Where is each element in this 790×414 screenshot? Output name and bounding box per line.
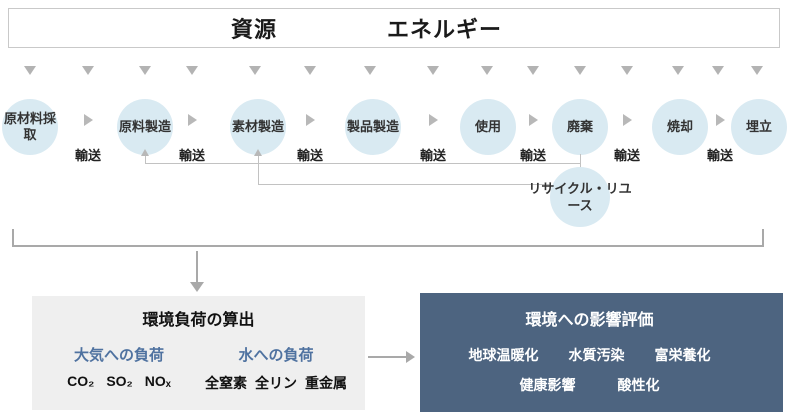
transport-label: 輸送 <box>519 148 546 163</box>
air-load-item: CO₂ <box>67 373 95 389</box>
impact-item-eutrophication: 富栄養化 <box>654 347 711 363</box>
input-arrow-icon <box>139 66 151 75</box>
stage-label: 製品製造 <box>347 119 400 134</box>
stage-raw-material-extraction: 原材料採取 <box>2 99 58 155</box>
stage-label: 使用 <box>474 119 501 134</box>
impact-item-acidification: 酸性化 <box>617 377 660 393</box>
transport-label: 輸送 <box>706 148 733 163</box>
transport-7: 輸送 <box>698 113 742 164</box>
arrow-right-icon <box>528 114 538 126</box>
transport-6: 輸送 <box>605 113 649 164</box>
stage-product-manufacturing: 製品製造 <box>345 99 401 155</box>
air-load-items: CO₂ SO₂ NOₓ <box>40 373 198 389</box>
arrow-up-icon <box>254 149 262 156</box>
water-load-heading: 水への負荷 <box>238 347 314 364</box>
water-load-item: 全リン <box>255 375 297 391</box>
stage-disposal: 廃棄 <box>552 99 608 155</box>
input-arrow-icon <box>249 66 261 75</box>
input-arrow-icon <box>527 66 539 75</box>
impact-row-2: 健康影響 酸性化 <box>420 375 759 395</box>
recycle-line-up-stub-2 <box>258 155 259 185</box>
recycle-line-up-stub-1 <box>145 155 146 164</box>
input-arrow-icon <box>672 66 684 75</box>
input-arrow-icon <box>24 66 36 75</box>
energy-label: エネルギー <box>387 17 503 42</box>
impact-item-health-effects: 健康影響 <box>519 377 576 393</box>
bracket-left-riser <box>12 229 14 247</box>
water-load-item: 重金属 <box>305 375 347 391</box>
stage-material-manufacturing: 素材製造 <box>230 99 286 155</box>
air-load-item: NOₓ <box>144 373 171 389</box>
arrow-up-icon <box>141 149 149 156</box>
input-arrow-icon <box>364 66 376 75</box>
arrow-right-icon <box>428 114 438 126</box>
environmental-impact-box: 環境への影響評価 地球温暖化 水質汚染 富栄養化 健康影響 酸性化 <box>420 293 783 412</box>
input-arrow-icon <box>82 66 94 75</box>
arrow-right-icon <box>622 114 632 126</box>
stage-label: 埋立 <box>745 119 772 134</box>
stage-label: 素材製造 <box>232 119 285 134</box>
stage-label: 焼却 <box>666 119 693 134</box>
impact-box-title: 環境への影響評価 <box>525 312 654 329</box>
impact-arrow-stem <box>368 356 408 358</box>
input-arrow-icon <box>186 66 198 75</box>
recycle-line-from-disposal <box>580 154 581 168</box>
input-arrow-icon <box>751 66 763 75</box>
environmental-load-box: 環境負荷の算出 大気への負荷 CO₂ SO₂ NOₓ 水への負荷 全窒素 全リン… <box>32 296 365 410</box>
stage-incineration: 焼却 <box>652 99 708 155</box>
water-load-item: 全窒素 <box>205 375 247 391</box>
water-load-column: 水への負荷 全窒素 全リン 重金属 <box>192 344 360 393</box>
air-load-column: 大気への負荷 CO₂ SO₂ NOₓ <box>40 344 198 389</box>
input-arrow-icon <box>574 66 586 75</box>
stage-label: 廃棄 <box>566 119 593 134</box>
bracket-right-riser <box>762 229 764 247</box>
bracket-bottom-line <box>12 245 764 247</box>
air-load-heading: 大気への負荷 <box>73 347 164 364</box>
transport-label: 輸送 <box>419 148 446 163</box>
load-box-title: 環境負荷の算出 <box>142 312 255 329</box>
input-arrow-icon <box>427 66 439 75</box>
arrow-right-icon <box>715 114 725 126</box>
resources-energy-box: 資源 エネルギー <box>8 8 780 48</box>
stage-use: 使用 <box>460 99 516 155</box>
recycle-reuse-label: リサイクル・リユース <box>528 181 632 213</box>
arrow-down-icon <box>190 282 204 292</box>
transport-5: 輸送 <box>511 113 555 164</box>
resources-label: 資源 <box>231 17 278 42</box>
stage-landfill: 埋立 <box>731 99 787 155</box>
transport-3: 輸送 <box>288 113 332 164</box>
impact-item-water-pollution: 水質汚染 <box>568 347 625 363</box>
air-load-item: SO₂ <box>106 373 133 389</box>
input-arrow-icon <box>481 66 493 75</box>
impact-item-global-warming: 地球温暖化 <box>468 347 539 363</box>
stage-label: 原料製造 <box>119 119 172 134</box>
input-arrow-icon <box>621 66 633 75</box>
recycle-line-lower <box>258 184 550 185</box>
stage-raw-material-manufacturing: 原料製造 <box>117 99 173 155</box>
transport-label: 輸送 <box>296 148 323 163</box>
transport-label: 輸送 <box>613 148 640 163</box>
transport-2: 輸送 <box>170 113 214 164</box>
arrow-right-icon <box>83 114 93 126</box>
transport-label: 輸送 <box>178 148 205 163</box>
arrow-right-icon <box>187 114 197 126</box>
transport-label: 輸送 <box>74 148 101 163</box>
water-load-items: 全窒素 全リン 重金属 <box>192 373 360 393</box>
input-arrow-icon <box>304 66 316 75</box>
stage-label: 原材料採取 <box>4 111 57 142</box>
recycle-node-circle <box>550 167 610 227</box>
down-arrow-stem <box>196 251 198 283</box>
transport-4: 輸送 <box>411 113 455 164</box>
arrow-right-icon <box>305 114 315 126</box>
impact-row-1: 地球温暖化 水質汚染 富栄養化 <box>420 345 759 365</box>
input-arrow-icon <box>712 66 724 75</box>
recycle-line-upper <box>145 163 580 164</box>
arrow-right-icon <box>406 351 415 363</box>
transport-1: 輸送 <box>66 113 110 164</box>
